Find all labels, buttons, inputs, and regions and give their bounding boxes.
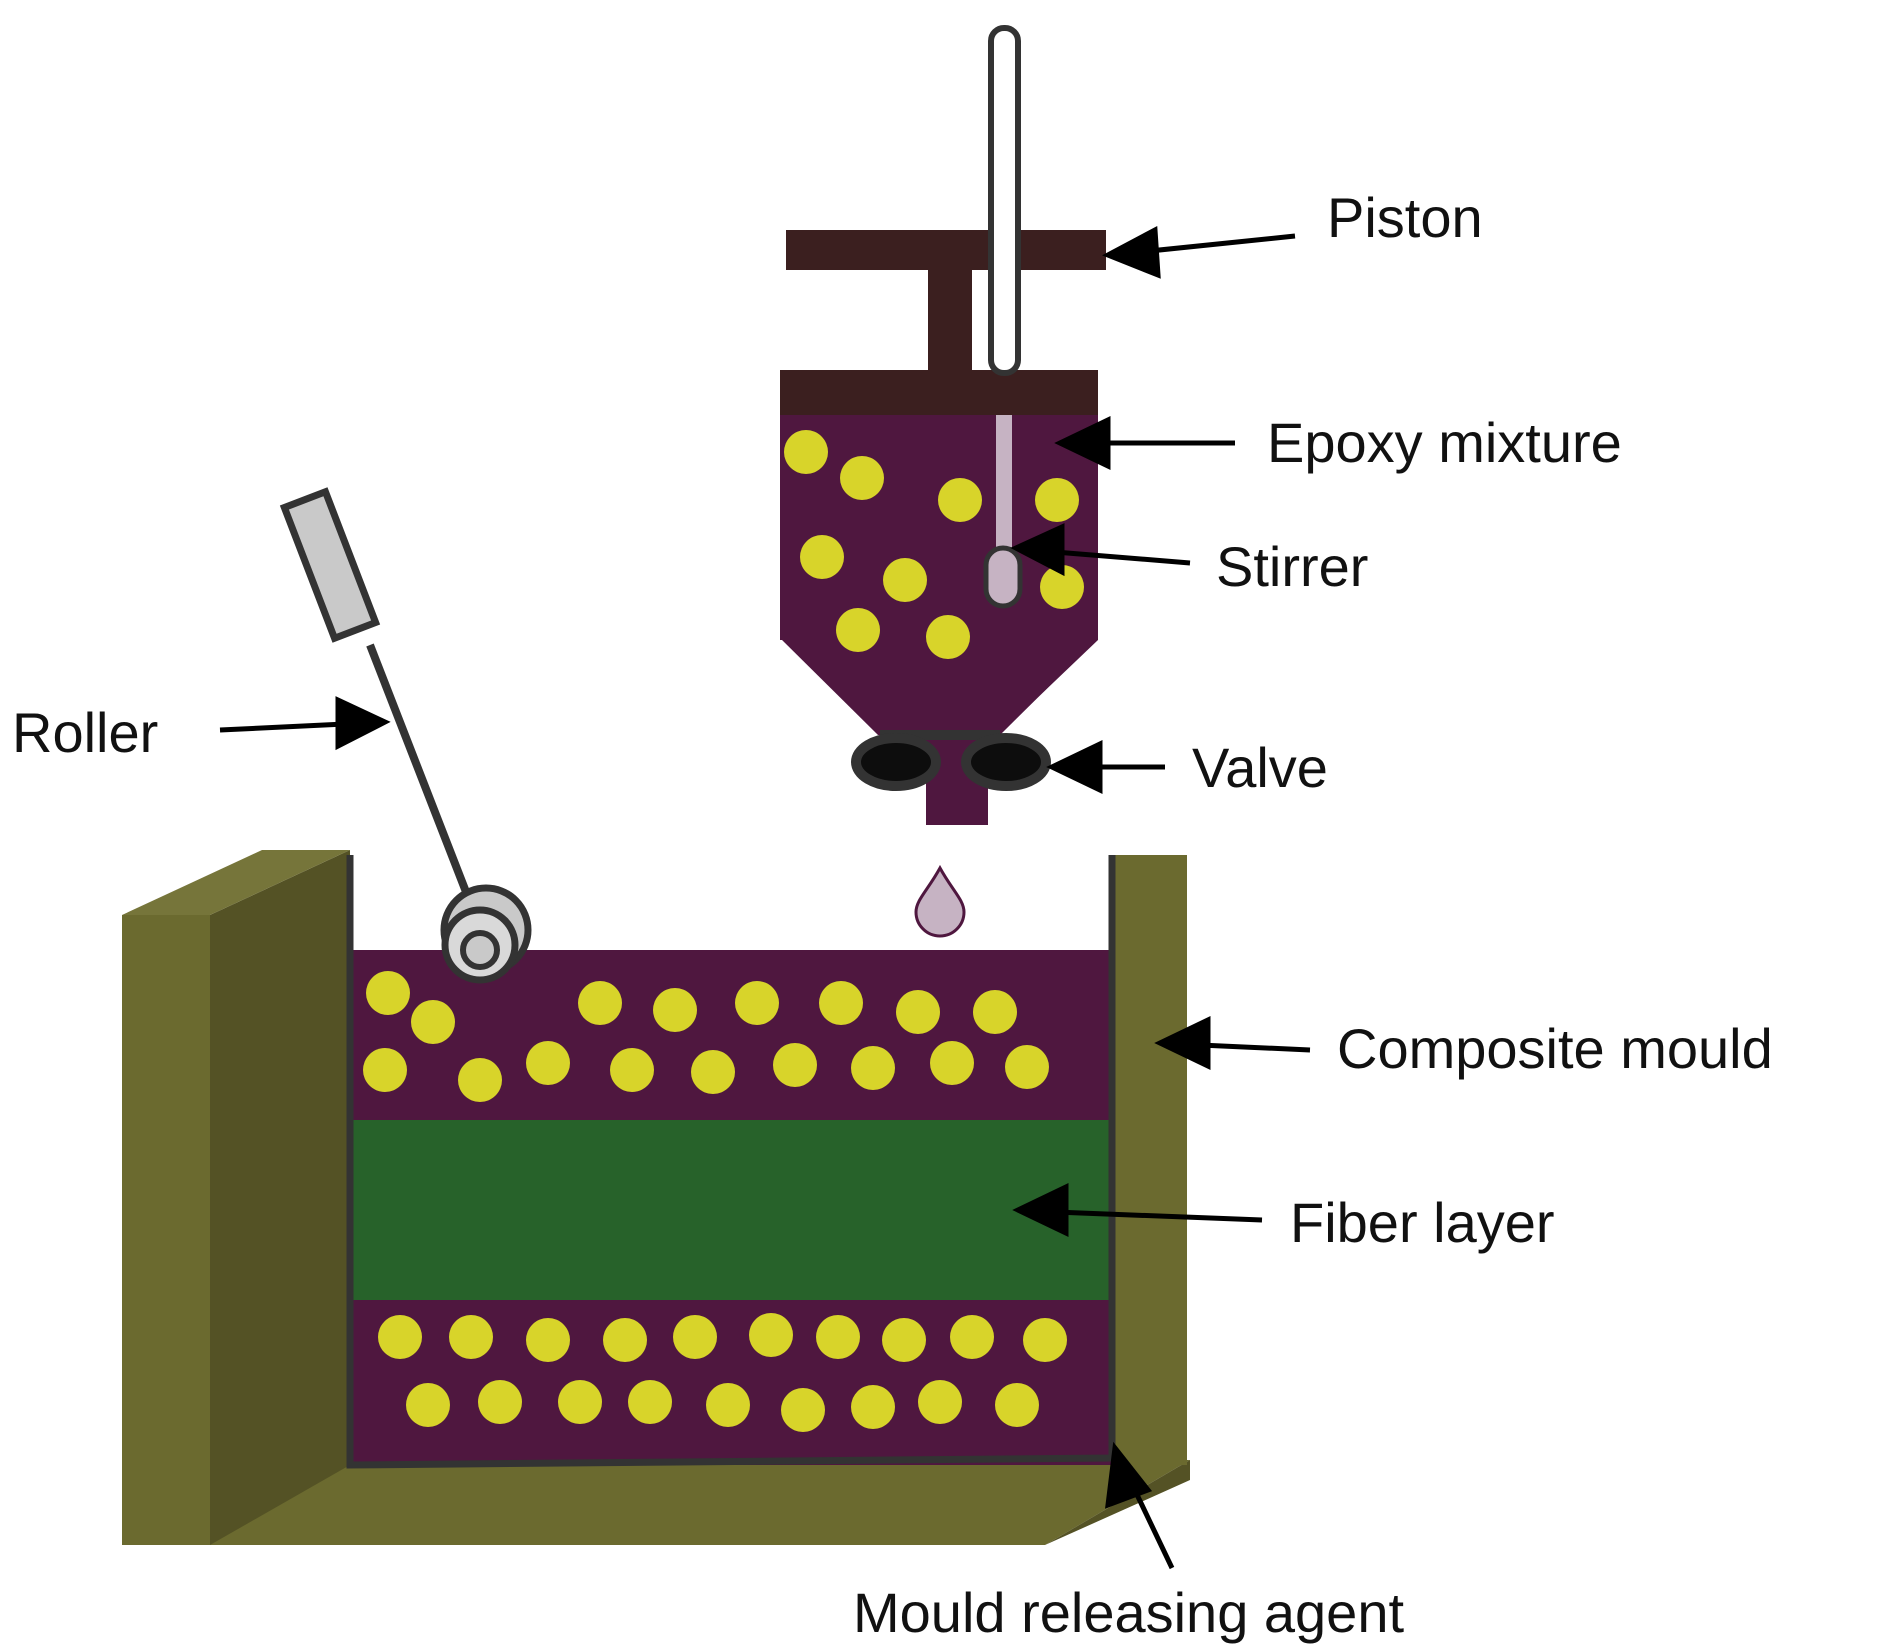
particle — [628, 1380, 672, 1424]
particle — [851, 1046, 895, 1090]
particle — [1035, 478, 1079, 522]
particle — [1040, 565, 1084, 609]
arrow-roller — [219, 721, 346, 733]
valve-icon — [851, 730, 1051, 791]
label-composite-mould: Composite mould — [1337, 1017, 1773, 1080]
mould-releasing-agent-line — [346, 855, 1116, 1469]
particle — [673, 1315, 717, 1359]
particle — [883, 558, 927, 602]
mould-left-wall-top — [122, 850, 350, 915]
arrow-epoxy-head — [1054, 416, 1111, 470]
particle — [378, 1315, 422, 1359]
particle — [749, 1313, 793, 1357]
particle — [691, 1050, 735, 1094]
particle — [366, 971, 410, 1015]
mould-right-wall — [1112, 855, 1187, 1465]
particle — [882, 1318, 926, 1362]
label-piston: Piston — [1327, 186, 1483, 249]
particle — [706, 1383, 750, 1427]
composite-mould — [122, 850, 1190, 1545]
particle — [735, 981, 779, 1025]
particles-hopper — [784, 430, 1084, 659]
label-valve: Valve — [1192, 736, 1328, 799]
particle — [995, 1383, 1039, 1427]
roller-wheel-hub — [460, 930, 500, 970]
label-roller: Roller — [12, 701, 158, 764]
particle — [918, 1380, 962, 1424]
particle — [1023, 1318, 1067, 1362]
arrow-stirrer — [1054, 549, 1191, 566]
particle — [449, 1315, 493, 1359]
stirrer-paddle — [983, 545, 1023, 609]
particle — [578, 981, 622, 1025]
droplet-icon — [914, 864, 966, 938]
particles-bottom — [378, 1313, 1067, 1432]
particle — [653, 988, 697, 1032]
arrow-stirrer-head — [1010, 523, 1065, 577]
particle — [558, 1380, 602, 1424]
particle — [478, 1380, 522, 1424]
particle — [363, 1048, 407, 1092]
valve-left-disc — [851, 733, 941, 791]
arrows — [219, 225, 1311, 1570]
arrow-fiber-head — [1012, 1183, 1069, 1237]
arrow-piston — [1139, 233, 1296, 255]
particle — [406, 1383, 450, 1427]
arrow-release-agent-head — [1105, 1441, 1153, 1509]
piston — [780, 230, 1106, 415]
particle — [816, 1315, 860, 1359]
mould-left-wall-front — [122, 915, 210, 1545]
stirrer-rod-lower — [996, 415, 1012, 555]
roller-rod — [366, 643, 479, 917]
particle — [851, 1385, 895, 1429]
particle — [930, 1041, 974, 1085]
particles-top — [363, 971, 1049, 1102]
particle — [526, 1318, 570, 1362]
stirrer-rod-upper — [988, 25, 1021, 376]
label-fiber-layer: Fiber layer — [1290, 1191, 1555, 1254]
piston-top-plate — [786, 230, 1106, 270]
stirrer — [983, 25, 1023, 609]
mould-left-wall-side — [210, 850, 350, 1545]
arrow-mould — [1199, 1042, 1311, 1053]
particle — [896, 990, 940, 1034]
roller-icon — [279, 487, 532, 984]
label-mould-releasing-agent: Mould releasing agent — [853, 1581, 1404, 1644]
hopper-cone — [780, 638, 1098, 735]
fiber-layer — [350, 1120, 1112, 1300]
particle — [938, 478, 982, 522]
particle — [973, 990, 1017, 1034]
particle — [836, 608, 880, 652]
particle — [781, 1388, 825, 1432]
arrow-fiber — [1054, 1209, 1263, 1223]
particle — [926, 615, 970, 659]
particle — [411, 1000, 455, 1044]
arrow-valve-head — [1046, 740, 1103, 794]
particle — [458, 1058, 502, 1102]
piston-shaft — [928, 270, 972, 370]
label-stirrer: Stirrer — [1216, 535, 1368, 598]
arrow-piston-head — [1102, 225, 1161, 279]
particle — [603, 1318, 647, 1362]
particle — [840, 456, 884, 500]
label-epoxy-mixture: Epoxy mixture — [1267, 411, 1622, 474]
arrow-roller-head — [335, 696, 391, 751]
particle — [1005, 1045, 1049, 1089]
arrow-mould-head — [1154, 1016, 1211, 1070]
particle — [526, 1041, 570, 1085]
particle — [950, 1315, 994, 1359]
particle — [819, 981, 863, 1025]
particle — [610, 1048, 654, 1092]
valve-bar — [880, 730, 1000, 740]
piston-bottom-plate — [780, 370, 1098, 415]
particle — [800, 535, 844, 579]
particle — [784, 430, 828, 474]
valve-right-disc — [961, 733, 1051, 791]
roller-handle — [279, 487, 381, 643]
mould-base — [122, 1460, 1190, 1545]
particle — [773, 1043, 817, 1087]
